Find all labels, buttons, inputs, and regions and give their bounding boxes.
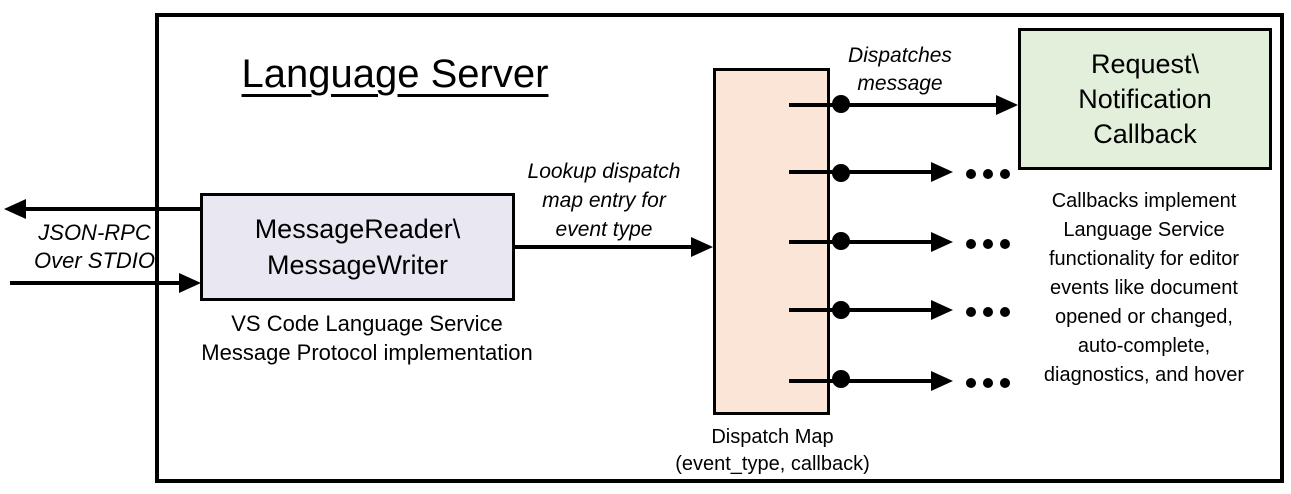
reader-caption: VS Code Language Service Message Protoco… (201, 311, 533, 365)
more-callbacks-ellipsis (966, 378, 1010, 388)
dispatch-arrow-line (789, 379, 931, 383)
callback-caption: Callbacks implement Language Service fun… (1043, 190, 1245, 386)
dispatch-arrowhead (931, 300, 953, 320)
dispatch-arrowhead (931, 232, 953, 252)
json-rpc-stdio-label: JSON-RPC Over STDIO (33, 220, 155, 273)
lookup-arrowhead (691, 237, 713, 257)
stdio-out-arrowhead (4, 199, 26, 219)
dispatch-arrow-line (789, 240, 931, 244)
dispatch-map-label: Dispatch Map (event_type, callback) (675, 426, 870, 475)
dispatch-arrowhead (931, 371, 953, 391)
request-notification-callback-box: Request\ Notification Callback (1018, 28, 1272, 170)
lookup-dispatch-label: Lookup dispatch map entry for event type (527, 160, 681, 241)
more-callbacks-ellipsis (966, 307, 1010, 317)
stdio-in-arrowhead (179, 273, 201, 293)
dispatches-message-label: Dispatches message (848, 44, 952, 95)
dispatch-arrowhead (931, 162, 953, 182)
lookup-arrow-line (515, 245, 691, 249)
stdio-out-arrow-line (25, 207, 200, 211)
dispatch-arrow-line (789, 103, 996, 107)
dispatch-map (713, 68, 850, 415)
dispatch-arrowhead (996, 95, 1018, 115)
message-reader-writer-box: MessageReader\ MessageWriter (200, 193, 515, 301)
dispatch-arrow-line (789, 170, 931, 174)
dispatch-arrow-line (789, 308, 931, 312)
more-callbacks-ellipsis (966, 169, 1010, 179)
stdio-in-arrow-line (10, 281, 179, 285)
diagram-title: Language Server (241, 52, 549, 96)
more-callbacks-ellipsis (966, 239, 1010, 249)
